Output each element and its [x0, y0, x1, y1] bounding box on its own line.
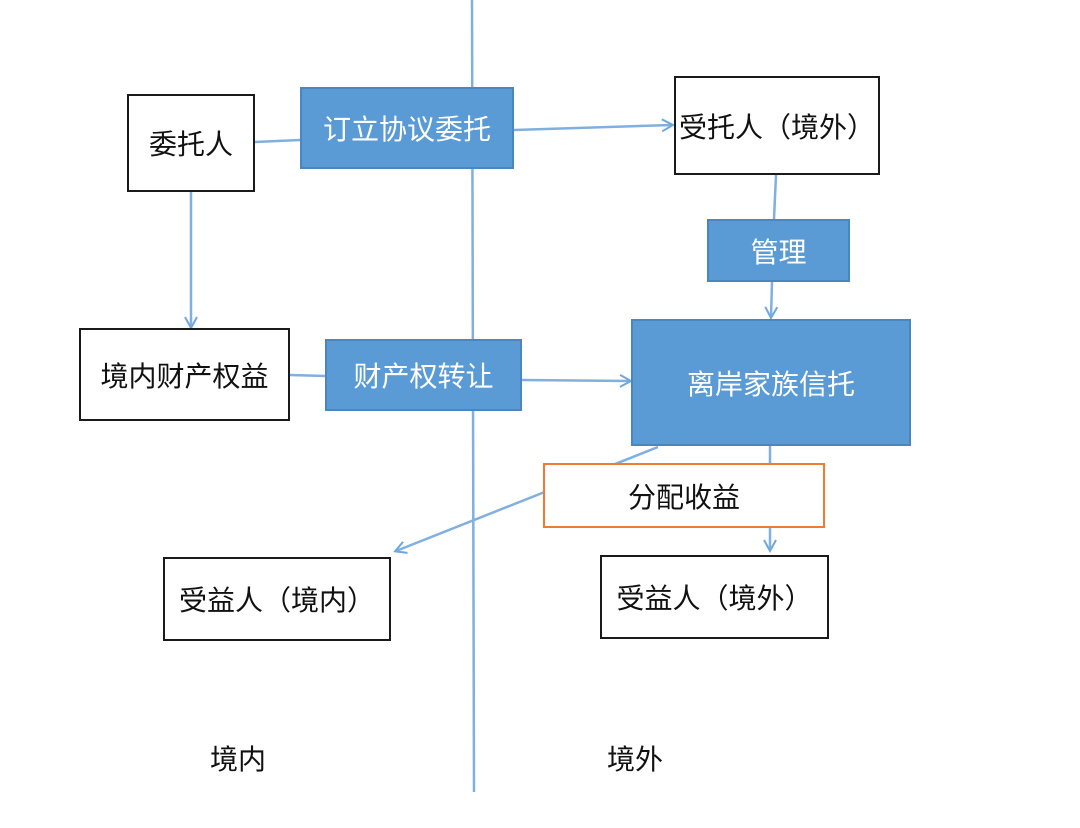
node-weituoren: 委托人 [127, 94, 255, 192]
region-label-overseas: 境外 [607, 743, 664, 776]
node-beneficiary-overseas: 受益人（境外） [600, 555, 829, 639]
connector-weituoren-agreement [254, 138, 301, 144]
arrow-agreement-to-trustee [513, 125, 672, 130]
region-label-domestic: 境内 [210, 743, 267, 776]
node-trustee-overseas: 受托人（境外） [674, 76, 880, 175]
node-agreement: 订立协议委托 [300, 87, 514, 169]
node-offshore-trust: 离岸家族信托 [631, 319, 911, 446]
arrow-transfer-to-trust [521, 380, 630, 381]
connector-trustee-manage [772, 174, 778, 220]
node-domestic-property: 境内财产权益 [79, 328, 290, 421]
node-manage: 管理 [707, 219, 850, 282]
node-transfer: 财产权转让 [325, 339, 522, 411]
arrow-manage-to-trust [771, 281, 772, 317]
connector-property-transfer [289, 373, 326, 378]
node-beneficiary-domestic: 受益人（境内） [163, 557, 391, 641]
node-distribute-income: 分配收益 [543, 463, 825, 528]
